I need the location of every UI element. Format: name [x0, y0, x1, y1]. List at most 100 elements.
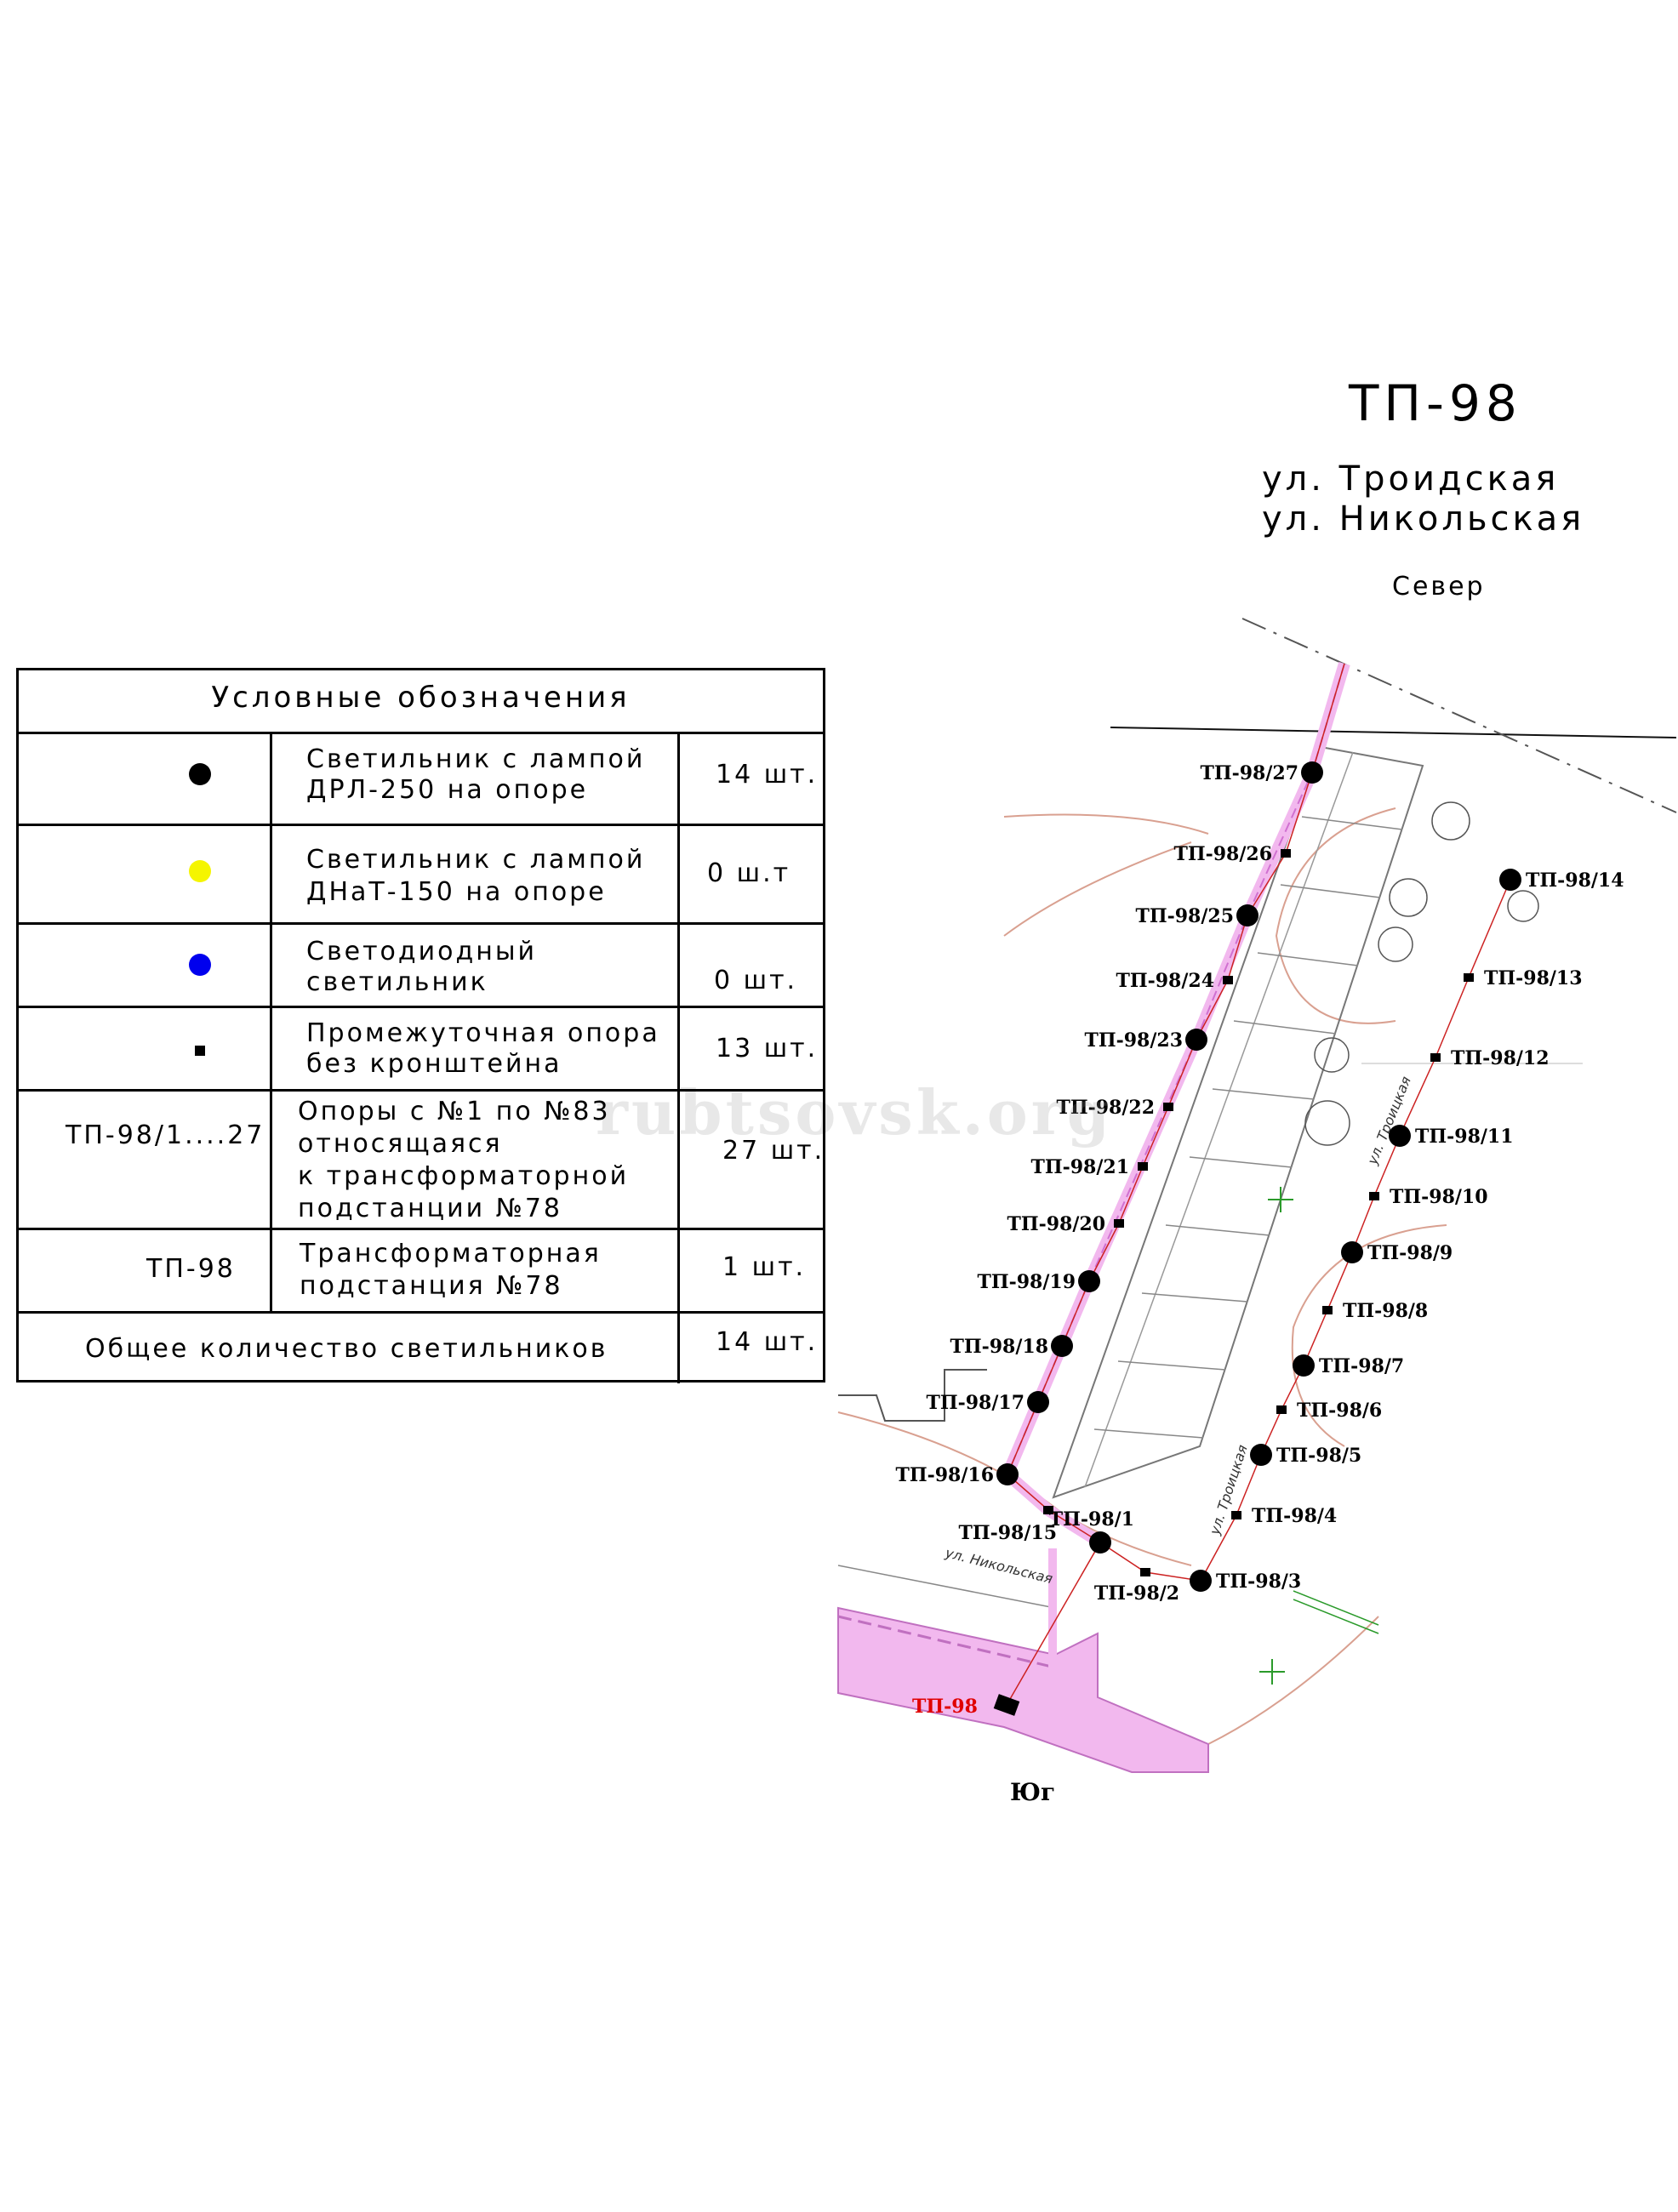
pole-label: ТП-98/1 [1049, 1508, 1134, 1531]
pole-marker[interactable] [1281, 849, 1291, 858]
pole-17[interactable]: ТП-98/17 [926, 1391, 1049, 1414]
pole-marker[interactable] [1138, 1162, 1148, 1171]
pole-label: ТП-98/17 [926, 1392, 1024, 1414]
substation-marker[interactable] [993, 1694, 1020, 1716]
lamp-marker[interactable] [996, 1463, 1019, 1485]
pole-13[interactable]: ТП-98/13 [1464, 967, 1583, 989]
pole-marker[interactable] [1043, 1506, 1053, 1514]
pole-14[interactable]: ТП-98/14 [1499, 869, 1624, 892]
pole-label: ТП-98/18 [950, 1336, 1048, 1358]
pole-25[interactable]: ТП-98/25 [1135, 904, 1258, 927]
pole-marker[interactable] [1231, 1511, 1241, 1519]
legend-desc: светильник [306, 967, 488, 997]
lamp-marker[interactable] [1051, 1335, 1073, 1357]
pole-label: ТП-98/22 [1056, 1097, 1155, 1119]
map-background [837, 614, 1677, 1773]
legend-desc: Светильник с лампой [306, 744, 646, 774]
pole-marker[interactable] [1430, 1053, 1441, 1062]
lamp-marker[interactable] [1185, 1029, 1207, 1051]
pole-4[interactable]: ТП-98/4 [1231, 1505, 1337, 1527]
legend-count: 0 ш.т [707, 858, 791, 888]
poles: ТП-98/1ТП-98/2ТП-98/3ТП-98/4ТП-98/5ТП-98… [895, 761, 1624, 1605]
pole-21[interactable]: ТП-98/21 [1030, 1156, 1148, 1178]
legend-count: 13 шт. [716, 1034, 819, 1063]
lamp-marker[interactable] [1301, 761, 1323, 784]
pole-marker[interactable] [1163, 1103, 1173, 1111]
pole-11[interactable]: ТП-98/11 [1389, 1125, 1514, 1148]
legend-total-label: Общее количество светильников [85, 1334, 608, 1364]
pole-22[interactable]: ТП-98/22 [1056, 1097, 1173, 1119]
pole-2[interactable]: ТП-98/2 [1094, 1568, 1179, 1605]
pole-marker[interactable] [1223, 976, 1233, 984]
pole-label: ТП-98/26 [1173, 843, 1272, 865]
pole-20[interactable]: ТП-98/20 [1007, 1213, 1124, 1235]
pole-24[interactable]: ТП-98/24 [1116, 970, 1233, 992]
pole-label: ТП-98/15 [958, 1522, 1057, 1544]
legend-symbol-text: ТП-98 [146, 1254, 236, 1284]
south-label: Юг [1010, 1778, 1056, 1806]
lamp-marker[interactable] [1190, 1570, 1212, 1592]
lamp-marker[interactable] [1293, 1354, 1315, 1377]
lamp-marker[interactable] [1236, 904, 1258, 926]
pole-12[interactable]: ТП-98/12 [1430, 1047, 1550, 1069]
legend-count: 0 шт. [714, 966, 798, 995]
pole-label: ТП-98/23 [1084, 1029, 1183, 1052]
pole-marker[interactable] [1369, 1192, 1379, 1200]
pole-18[interactable]: ТП-98/18 [950, 1335, 1073, 1358]
pole-26[interactable]: ТП-98/26 [1173, 843, 1291, 865]
pole-16[interactable]: ТП-98/16 [895, 1463, 1019, 1486]
lamp-marker[interactable] [1499, 869, 1521, 891]
legend-title: Условные обозначения [211, 681, 631, 715]
page-title: ТП-98 [1349, 374, 1522, 432]
watermark: rubtsovsk.org [596, 1076, 1114, 1149]
pole-9[interactable]: ТП-98/9 [1341, 1241, 1453, 1264]
black-dot-icon [189, 763, 211, 785]
pole-15[interactable]: ТП-98/15 [958, 1506, 1057, 1544]
legend-row-total: Общее количество светильников 14 шт. [19, 1311, 823, 1383]
lamp-marker[interactable] [1250, 1444, 1272, 1466]
substation-label: ТП-98 [912, 1696, 978, 1718]
pole-marker[interactable] [1114, 1219, 1124, 1228]
legend-count: 27 шт. [722, 1136, 825, 1166]
pole-label: ТП-98/9 [1367, 1242, 1453, 1264]
pole-label: ТП-98/10 [1390, 1186, 1488, 1208]
street-name-1: ул. Троидская [1262, 459, 1560, 499]
pole-label: ТП-98/7 [1319, 1355, 1404, 1377]
pole-1[interactable]: ТП-98/1 [1049, 1508, 1134, 1554]
lamp-marker[interactable] [1089, 1531, 1111, 1554]
north-label: Север [1392, 572, 1486, 601]
legend-desc: Светильник с лампой [306, 845, 646, 875]
lamp-marker[interactable] [1078, 1270, 1100, 1292]
pole-label: ТП-98/6 [1297, 1400, 1382, 1422]
pole-label: ТП-98/21 [1030, 1156, 1129, 1178]
pole-7[interactable]: ТП-98/7 [1293, 1354, 1404, 1377]
pole-27[interactable]: ТП-98/27 [1200, 761, 1323, 784]
pole-label: ТП-98/5 [1276, 1445, 1361, 1467]
pole-marker[interactable] [1140, 1568, 1150, 1576]
pole-6[interactable]: ТП-98/6 [1276, 1400, 1382, 1422]
pole-3[interactable]: ТП-98/3 [1190, 1570, 1301, 1593]
lamp-marker[interactable] [1389, 1125, 1411, 1147]
pole-8[interactable]: ТП-98/8 [1322, 1300, 1428, 1322]
pole-marker[interactable] [1464, 973, 1474, 982]
pole-10[interactable]: ТП-98/10 [1369, 1186, 1488, 1208]
legend-count: 1 шт. [722, 1252, 807, 1282]
pole-label: ТП-98/12 [1451, 1047, 1550, 1069]
legend-symbol-text: ТП-98/1....27 [66, 1120, 265, 1150]
legend-desc: подстанция №78 [300, 1271, 563, 1301]
lamp-marker[interactable] [1027, 1391, 1049, 1413]
legend-desc: к трансформаторной [298, 1161, 630, 1191]
pole-label: ТП-98/8 [1343, 1300, 1428, 1322]
pole-5[interactable]: ТП-98/5 [1250, 1444, 1361, 1467]
legend-desc: ДРЛ-250 на опоре [306, 775, 589, 805]
lamp-marker[interactable] [1341, 1241, 1363, 1263]
legend-count: 14 шт. [716, 760, 819, 790]
pole-marker[interactable] [1276, 1405, 1287, 1414]
blue-dot-icon [189, 954, 211, 976]
pole-marker[interactable] [1322, 1306, 1333, 1314]
pole-19[interactable]: ТП-98/19 [977, 1270, 1100, 1293]
pole-23[interactable]: ТП-98/23 [1084, 1029, 1207, 1052]
